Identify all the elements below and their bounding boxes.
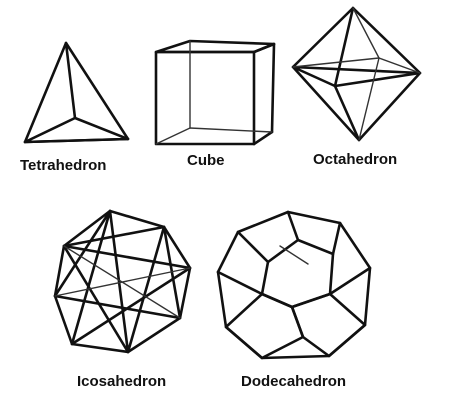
cube-drawing	[154, 39, 276, 146]
octahedron-drawing	[291, 6, 422, 142]
dodecahedron-label: Dodecahedron	[241, 373, 346, 390]
tetrahedron-drawing	[23, 41, 130, 144]
dodecahedron-drawing	[216, 210, 372, 360]
octahedron-label: Octahedron	[313, 151, 397, 168]
cube-label: Cube	[187, 152, 225, 169]
tetrahedron-label: Tetrahedron	[20, 157, 106, 174]
icosahedron-label: Icosahedron	[77, 373, 166, 390]
icosahedron-drawing	[53, 209, 192, 354]
